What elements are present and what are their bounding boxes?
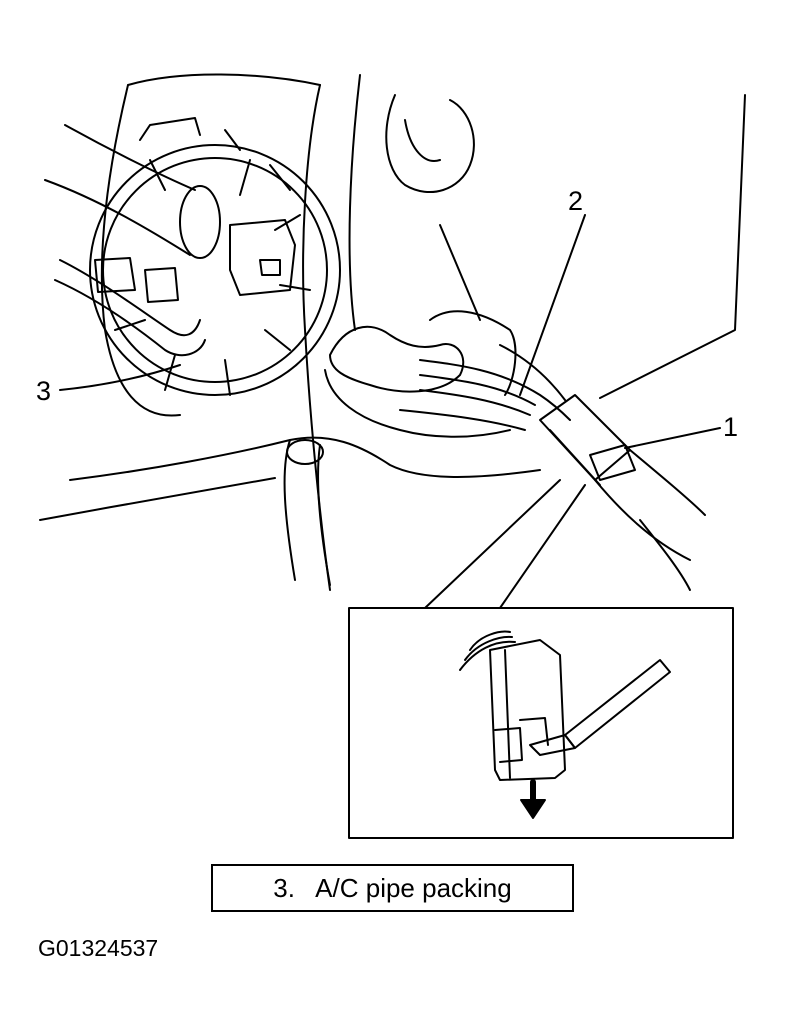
callout-label-2: 2	[568, 186, 584, 216]
ac-pipe	[44, 124, 221, 357]
screwdriver-icon	[529, 659, 671, 756]
upper-curve-inner	[404, 119, 441, 162]
figure-id: G01324537	[38, 935, 159, 961]
leader-1	[624, 427, 721, 449]
grommet	[324, 310, 517, 438]
panel-left-edge	[100, 84, 181, 417]
panel-top-curve	[127, 73, 321, 86]
down-arrow-icon	[520, 779, 546, 819]
panel-outline	[599, 94, 746, 399]
wire-harness	[399, 344, 571, 431]
callout-label-1: 1	[723, 412, 739, 442]
connector	[539, 394, 706, 591]
mount-bracket	[229, 219, 296, 296]
lower-hose-top	[69, 436, 541, 481]
wall-edge	[439, 224, 481, 321]
vertical-hose-right	[317, 444, 331, 586]
leader-2	[519, 214, 586, 396]
upper-curve	[385, 94, 475, 194]
detail-box	[348, 607, 734, 839]
inner-column-right	[348, 74, 361, 331]
caption-box: 3. A/C pipe packing	[211, 864, 574, 912]
lower-hose-bottom	[39, 477, 276, 521]
detail-connector	[459, 630, 566, 781]
detail-leader-right	[499, 484, 586, 609]
inner-column-left	[302, 84, 331, 591]
leader-3	[59, 364, 181, 391]
caption-text: 3. A/C pipe packing	[273, 872, 512, 903]
detail-leader-left	[424, 479, 561, 609]
callout-label-3: 3	[36, 376, 52, 406]
blower-fan-housing	[89, 117, 341, 396]
